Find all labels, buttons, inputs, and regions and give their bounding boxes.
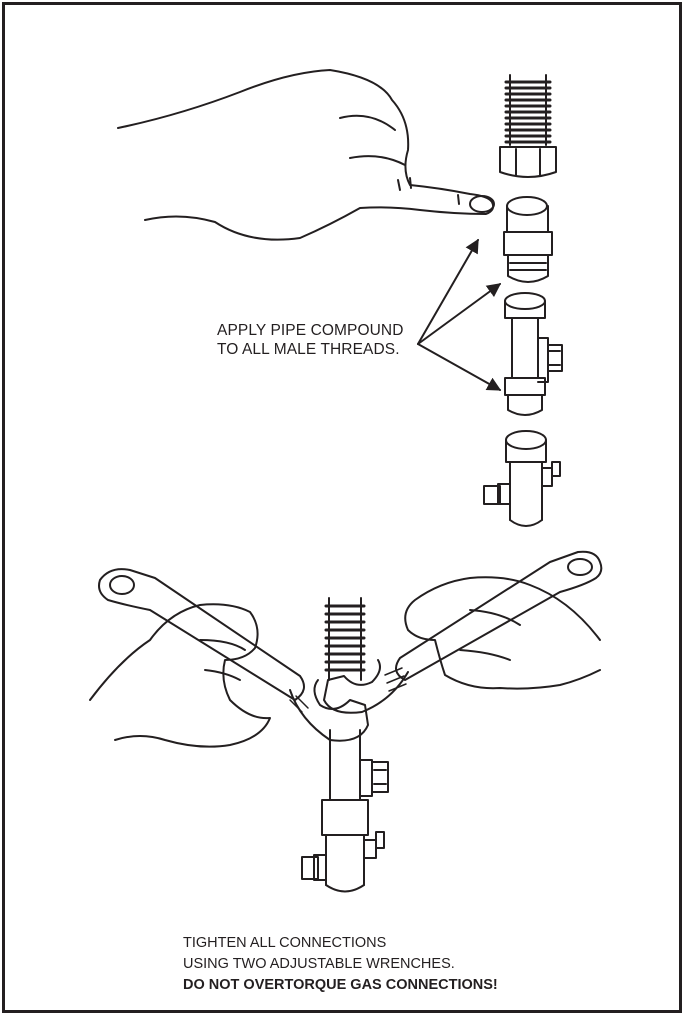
left-hand xyxy=(89,603,271,748)
right-hand xyxy=(404,576,601,690)
tee-fitting xyxy=(504,292,563,416)
left-wrench xyxy=(98,568,369,742)
lower-fittings xyxy=(301,729,389,893)
diagram-frame xyxy=(2,2,682,1013)
caption-warning: DO NOT OVERTORQUE GAS CONNECTIONS! xyxy=(183,977,498,993)
flexible-gas-line-top xyxy=(504,74,552,146)
flexible-gas-line-bottom xyxy=(324,597,366,681)
callout-arrows xyxy=(417,238,502,391)
shutoff-valve xyxy=(483,430,561,527)
caption-line-1: TIGHTEN ALL CONNECTIONS xyxy=(183,935,387,951)
hand-applying-compound xyxy=(117,69,495,241)
callout-line-1: APPLY PIPE COMPOUND xyxy=(217,322,404,339)
right-wrench xyxy=(289,550,603,714)
callout-line-2: TO ALL MALE THREADS. xyxy=(217,341,400,358)
pipe-compound-callout: APPLY PIPE COMPOUND TO ALL MALE THREADS. xyxy=(217,321,404,359)
flare-fitting xyxy=(503,196,553,283)
flare-nut xyxy=(499,146,557,178)
tighten-caption: TIGHTEN ALL CONNECTIONS USING TWO ADJUST… xyxy=(183,933,498,996)
caption-line-2: USING TWO ADJUSTABLE WRENCHES. xyxy=(183,956,455,972)
